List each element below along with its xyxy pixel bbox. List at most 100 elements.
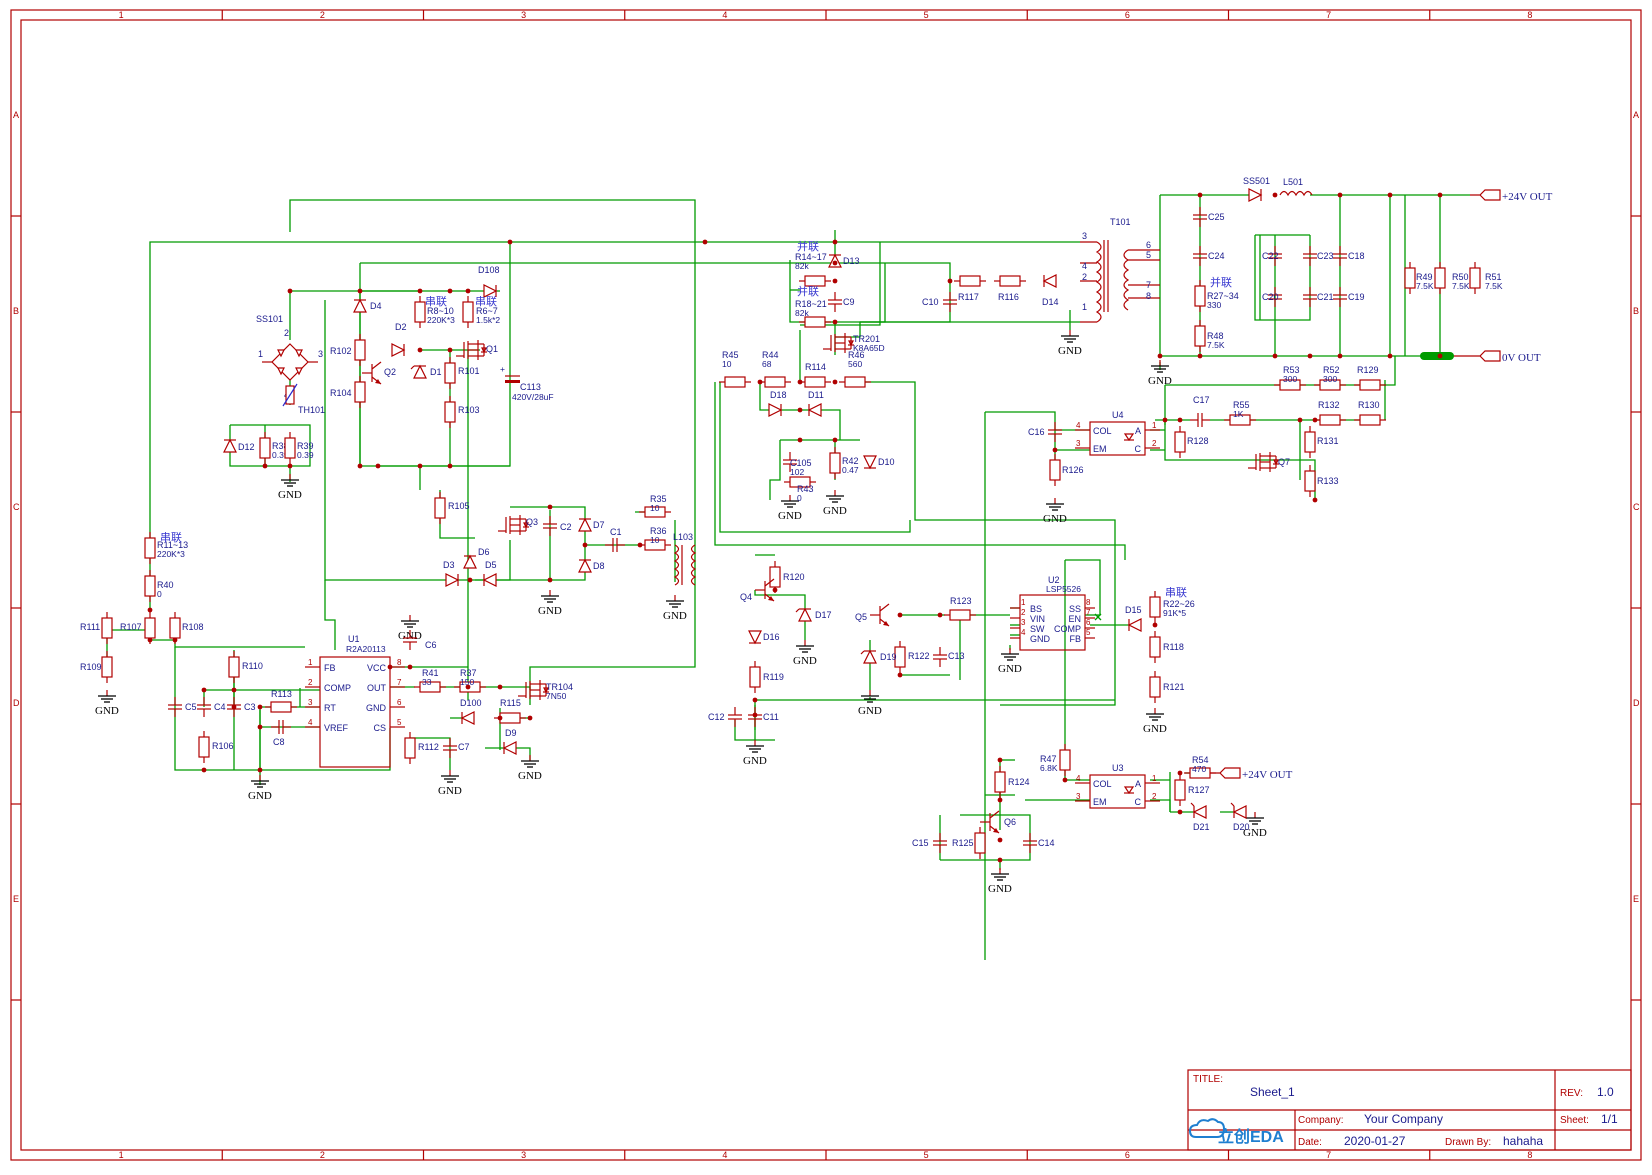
- capacitor-c23[interactable]: C23: [1303, 246, 1334, 266]
- resistor-r126[interactable]: R126: [1049, 454, 1084, 486]
- capacitor-c21[interactable]: C21: [1303, 287, 1334, 307]
- inductor-l501[interactable]: L501: [1279, 177, 1313, 197]
- thermistor-th101[interactable]: TH101: [282, 383, 325, 415]
- bridge-rectifier-ss101[interactable]: 1234SS101: [256, 314, 323, 400]
- diode-d1[interactable]: D1: [410, 364, 442, 379]
- capacitor-c20[interactable]: C20: [1262, 287, 1282, 307]
- diode-d3[interactable]: D3: [443, 560, 460, 587]
- capacitor-c113[interactable]: + C113 420V/28uF: [500, 364, 554, 402]
- diode-d6[interactable]: D6: [463, 547, 490, 569]
- mosfet-q3[interactable]: Q3: [498, 515, 538, 535]
- capacitor-c11[interactable]: C11: [748, 707, 779, 727]
- diode-d13[interactable]: D13: [828, 253, 860, 268]
- resistor-r113[interactable]: R113: [265, 689, 297, 713]
- capacitor-c17[interactable]: C17: [1190, 395, 1210, 427]
- resistor-r128[interactable]: R128: [1174, 426, 1209, 458]
- capacitor-c4[interactable]: C4: [197, 697, 226, 717]
- capacitor-c25[interactable]: C25: [1193, 207, 1225, 227]
- capacitor-c19[interactable]: C19: [1333, 287, 1365, 307]
- transistor-q4[interactable]: Q4: [740, 578, 775, 602]
- diode-d17[interactable]: D17: [795, 607, 832, 622]
- diode-d7[interactable]: D7: [578, 517, 605, 532]
- diode-d14[interactable]: D14: [1042, 274, 1059, 307]
- resistor-r121[interactable]: R121: [1149, 671, 1185, 703]
- capacitor-c2[interactable]: C2: [543, 516, 572, 536]
- diode-d12[interactable]: D12: [223, 438, 255, 453]
- capacitor-c6[interactable]: C6: [403, 630, 437, 650]
- diode-d100[interactable]: D100: [460, 698, 482, 725]
- diode-d15[interactable]: D15: [1125, 605, 1142, 632]
- resistor-r127[interactable]: R127: [1174, 774, 1210, 806]
- diode-d11[interactable]: D11: [807, 390, 824, 417]
- capacitor-c24[interactable]: C24: [1193, 246, 1225, 266]
- resistor-r105[interactable]: R105: [434, 492, 470, 524]
- diode-ss501[interactable]: SS501: [1243, 176, 1270, 202]
- diode-d8[interactable]: D8: [578, 558, 605, 573]
- diode-d19[interactable]: D19: [860, 649, 897, 664]
- capacitor-c16[interactable]: C16: [1028, 422, 1062, 442]
- mosfet-q1[interactable]: Q1: [456, 340, 498, 360]
- resistor-r116[interactable]: R116: [994, 275, 1026, 302]
- capacitor-c14[interactable]: C14: [1023, 833, 1055, 853]
- capacitor-c3[interactable]: C3: [227, 697, 256, 717]
- ic-u1[interactable]: U1 R2A20113 1FB2COMP3RT4VREF8VCC7OUT6GND…: [305, 634, 405, 768]
- resistor-r111[interactable]: R111: [80, 612, 113, 644]
- resistor-r124[interactable]: R124: [994, 766, 1030, 798]
- capacitor-c18[interactable]: C18: [1333, 246, 1365, 266]
- resistor-r103[interactable]: R103: [444, 396, 480, 428]
- resistor-r112[interactable]: R112: [404, 732, 439, 764]
- capacitor-c12[interactable]: C12: [708, 707, 742, 727]
- resistor-r130[interactable]: R130: [1354, 400, 1386, 426]
- capacitor-c7[interactable]: C7: [443, 738, 470, 758]
- diode-d16[interactable]: D16: [748, 630, 780, 645]
- transistor-q5[interactable]: Q5: [855, 603, 890, 627]
- resistor-r131[interactable]: R131: [1304, 426, 1339, 458]
- diode-d5[interactable]: D5: [482, 560, 497, 587]
- diode-d108[interactable]: D108: [478, 265, 500, 298]
- resistor-r117[interactable]: R117: [954, 275, 986, 302]
- resistor-r122[interactable]: R122: [894, 641, 930, 673]
- transistor-q6[interactable]: Q6: [980, 810, 1016, 834]
- resistor-r114[interactable]: R114: [799, 362, 831, 388]
- resistor-r132[interactable]: R132: [1314, 400, 1346, 426]
- resistor-r123[interactable]: R123: [944, 596, 976, 621]
- diode-d20[interactable]: D20: [1230, 802, 1250, 832]
- resistor-r133[interactable]: R133: [1304, 465, 1339, 497]
- diode-d4[interactable]: D4: [353, 298, 382, 313]
- mosfet-q7[interactable]: Q7: [1248, 452, 1290, 472]
- resistor-r104[interactable]: R104: [330, 376, 366, 408]
- capacitor-c10[interactable]: C10: [922, 292, 957, 312]
